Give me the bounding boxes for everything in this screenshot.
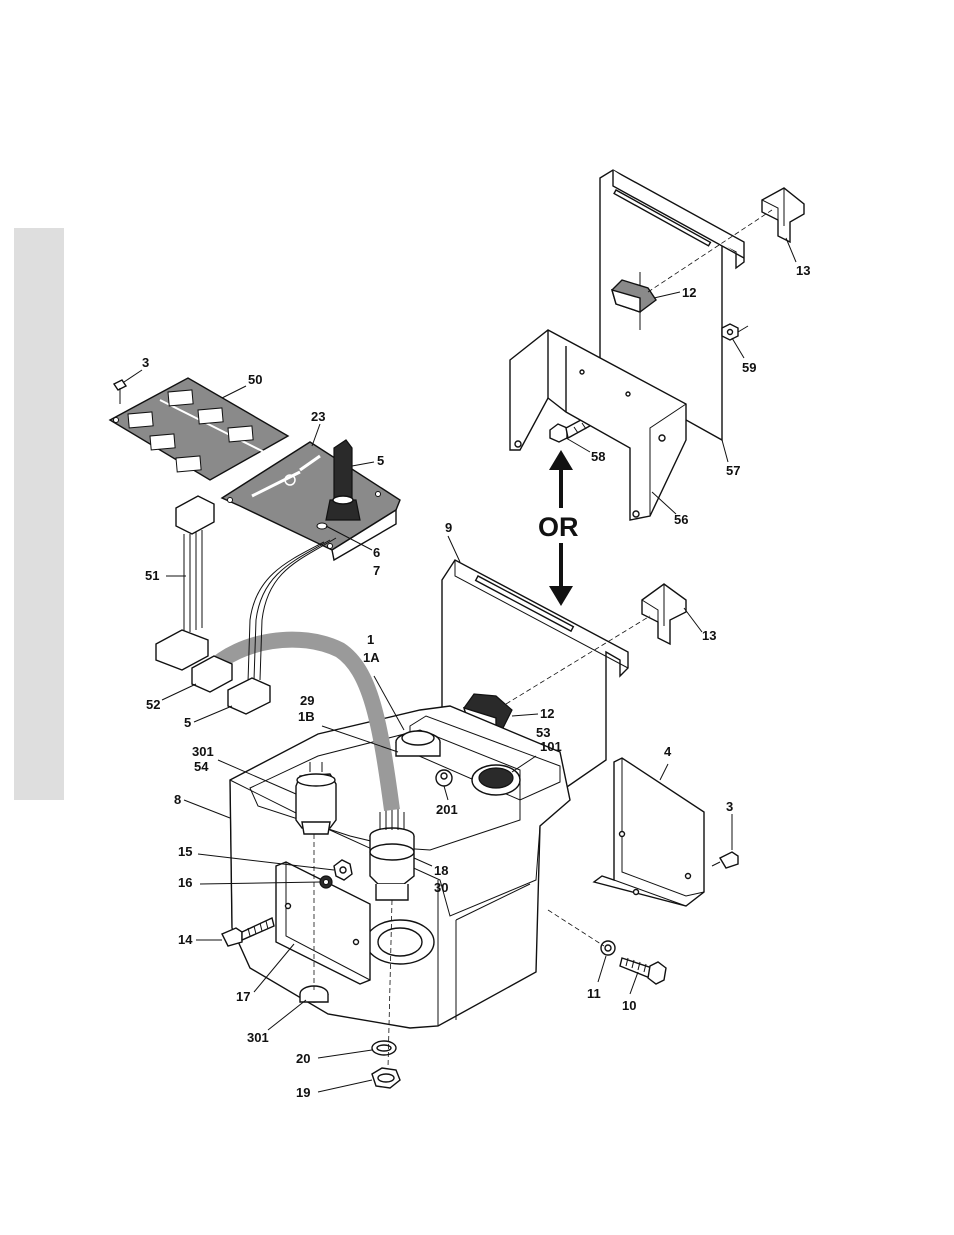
- nut-59: [722, 324, 748, 340]
- or-indicator: OR: [538, 450, 579, 606]
- harness-from-joystick: [228, 538, 336, 714]
- joystick-plate-23: [222, 442, 400, 560]
- callout-57: 57: [726, 463, 740, 478]
- callout-30: 30: [434, 880, 448, 895]
- callout-59: 59: [742, 360, 756, 375]
- indicator-201: [436, 770, 452, 786]
- callout-1A: 1A: [363, 650, 380, 665]
- callout-301: 301: [192, 744, 214, 759]
- decal-plate-50: [110, 378, 288, 480]
- callout-1: 1: [367, 632, 374, 647]
- callout-14: 14: [178, 932, 193, 947]
- callout-18: 18: [434, 863, 448, 878]
- callout-17: 17: [236, 989, 250, 1004]
- callout-15: 15: [178, 844, 192, 859]
- callout-11: 11: [587, 986, 601, 1001]
- callout-1B: 1B: [298, 709, 315, 724]
- or-label: OR: [538, 512, 579, 542]
- callout-16: 16: [178, 875, 192, 890]
- callout-301-lower: 301: [247, 1030, 269, 1045]
- bolt-10: [620, 958, 666, 984]
- callout-53: 53: [536, 725, 550, 740]
- callout-7: 7: [373, 563, 380, 578]
- leader-dash-bolt: [548, 910, 604, 946]
- harness-51: [156, 496, 214, 670]
- bracket-4: [594, 758, 704, 906]
- washer-11: [601, 941, 615, 955]
- callout-12-lower: 12: [540, 706, 554, 721]
- callout-201: 201: [436, 802, 458, 817]
- callout-5-lower: 5: [184, 715, 191, 730]
- callout-8: 8: [174, 792, 181, 807]
- screw-3-right: [712, 852, 738, 868]
- callout-10: 10: [622, 998, 636, 1013]
- callout-13-upper: 13: [796, 263, 810, 278]
- callout-29: 29: [300, 693, 314, 708]
- callout-51: 51: [145, 568, 159, 583]
- callout-50: 50: [248, 372, 262, 387]
- callout-13-lower: 13: [702, 628, 716, 643]
- callout-101: 101: [540, 739, 562, 754]
- nut-19: [372, 1068, 400, 1088]
- screw-3-left: [114, 380, 126, 404]
- callout-58: 58: [591, 449, 605, 464]
- callout-52: 52: [146, 697, 160, 712]
- callout-9: 9: [445, 520, 452, 535]
- callout-56: 56: [674, 512, 688, 527]
- washer-16: [320, 876, 332, 888]
- gauge-53-101: [472, 765, 520, 795]
- clip-13-lower: [642, 584, 686, 644]
- callout-20: 20: [296, 1051, 310, 1066]
- callout-6: 6: [373, 545, 380, 560]
- callout-3-right: 3: [726, 799, 733, 814]
- clip-13-upper: [762, 188, 804, 242]
- switch-1-1A: [396, 731, 440, 756]
- callout-19: 19: [296, 1085, 310, 1100]
- callout-3: 3: [142, 355, 149, 370]
- callout-23: 23: [311, 409, 325, 424]
- callout-4: 4: [664, 744, 672, 759]
- callout-54: 54: [194, 759, 209, 774]
- washer-20: [372, 1041, 396, 1055]
- callout-12-upper: 12: [682, 285, 696, 300]
- callout-5: 5: [377, 453, 384, 468]
